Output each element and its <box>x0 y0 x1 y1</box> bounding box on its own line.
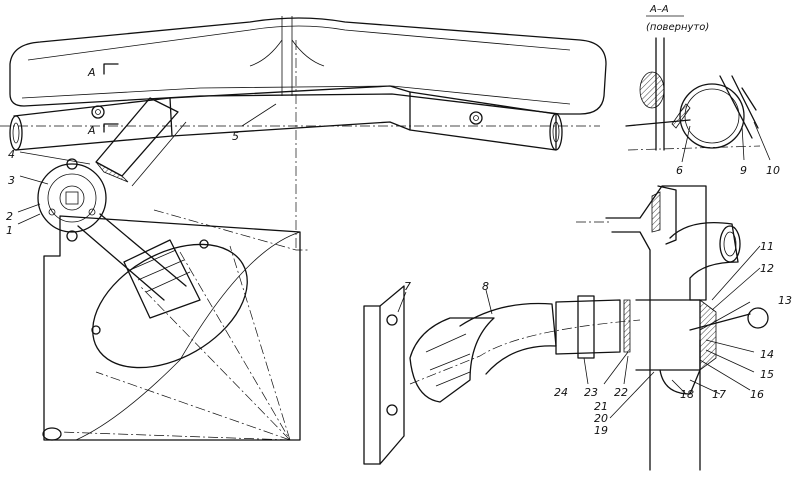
knob <box>747 307 769 329</box>
flexible-boot <box>409 317 495 403</box>
bumper-assembly-view: A A <box>0 16 607 251</box>
section-a-a-view: A–A (повернуто) <box>625 4 761 151</box>
callout-6: 6 <box>676 164 683 177</box>
callout-16: 16 <box>750 388 764 401</box>
lamp-assembly <box>42 213 301 441</box>
callouts: 1 2 3 4 5 6 7 8 9 10 11 12 13 14 15 16 1… <box>6 130 792 437</box>
left-tube <box>13 97 173 151</box>
right-tube <box>409 91 557 151</box>
callout-13: 13 <box>778 294 792 307</box>
callout-1: 1 <box>6 224 13 237</box>
section-marker-bottom: A <box>87 124 96 137</box>
callout-17: 17 <box>712 388 726 401</box>
callout-5: 5 <box>232 130 239 143</box>
section-subtitle: (повернуто) <box>646 22 709 33</box>
callout-12: 12 <box>760 262 774 275</box>
callout-8: 8 <box>482 280 489 293</box>
callout-21: 21 <box>594 400 608 413</box>
callout-2: 2 <box>6 210 13 223</box>
section-title: A–A <box>649 4 669 15</box>
lamp-reflector <box>92 243 248 369</box>
callout-20: 20 <box>594 412 608 425</box>
callout-15: 15 <box>760 368 774 381</box>
callout-10: 10 <box>766 164 780 177</box>
bumper-outline <box>9 17 607 115</box>
callout-3: 3 <box>8 174 15 187</box>
section-pipe <box>679 83 745 149</box>
callout-22: 22 <box>614 386 628 399</box>
callout-23: 23 <box>584 386 598 399</box>
callout-4: 4 <box>8 148 15 161</box>
callout-7: 7 <box>404 280 411 293</box>
leader-lines <box>17 103 771 419</box>
section-marker-top: A <box>87 66 96 79</box>
callout-11: 11 <box>760 240 774 253</box>
flange <box>37 163 107 233</box>
callout-19: 19 <box>594 424 608 437</box>
callout-14: 14 <box>760 348 774 361</box>
callout-9: 9 <box>740 164 747 177</box>
callout-24: 24 <box>554 386 568 399</box>
callout-18: 18 <box>680 388 694 401</box>
exhaust-assembly-view <box>363 185 769 471</box>
